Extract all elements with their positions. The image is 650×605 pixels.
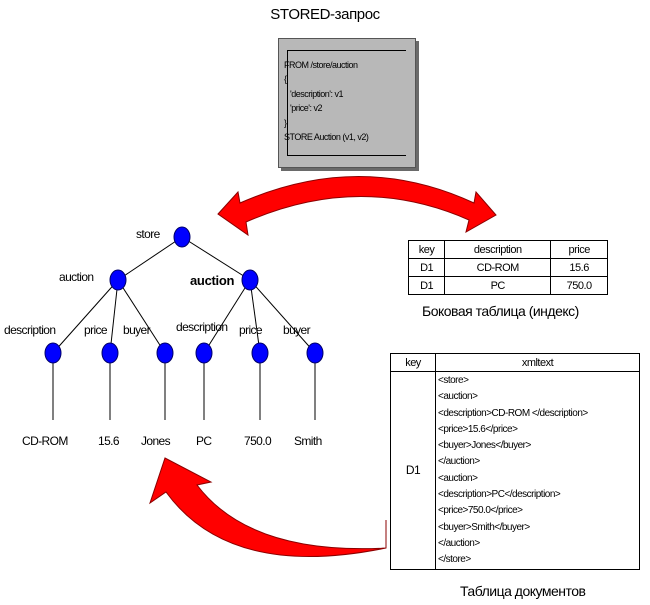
document-table: key xmltext D1 <store> <auction> <descri… — [390, 353, 640, 570]
node-description — [44, 342, 62, 364]
node-price — [101, 342, 119, 364]
query-line: { — [284, 74, 287, 85]
auction-label-bold: auction — [190, 273, 235, 288]
node-auction — [109, 269, 127, 291]
node-description — [195, 342, 213, 364]
tree-edges — [52, 236, 316, 420]
xml-text-cell: <store> <auction> <description>CD-ROM </… — [435, 371, 640, 570]
node-buyer — [306, 342, 324, 364]
node-auction — [241, 269, 259, 291]
auction-label: auction — [59, 270, 94, 284]
column-header: key — [390, 353, 436, 372]
query-box — [278, 38, 416, 168]
table-cell: D1 — [407, 258, 446, 277]
node-buyer — [156, 342, 174, 364]
double-arrow — [217, 176, 497, 237]
node-price — [251, 342, 269, 364]
table-cell: D1 — [407, 276, 446, 295]
xml-line: <auction> — [438, 472, 478, 484]
leaf-label: Jones — [141, 434, 171, 448]
query-line: FROM /store/auction — [284, 60, 358, 70]
table-header-row: key xmltext — [390, 353, 640, 372]
field-label: price — [84, 323, 108, 337]
table-cell: PC — [444, 276, 552, 295]
xml-line: <auction> — [438, 391, 478, 403]
xml-line: <price>15.6</price> — [438, 423, 518, 435]
query-line: } — [284, 117, 287, 128]
table-row: D1 <store> <auction> <description>CD-ROM… — [390, 371, 640, 570]
table-cell-key: D1 — [390, 371, 436, 570]
xml-line: </auction> — [438, 456, 480, 468]
diagram-title: STORED-запрос — [270, 6, 380, 23]
xml-line: </auction> — [438, 537, 480, 549]
document-table-caption: Таблица документов — [460, 583, 586, 599]
table-header-row: key description price — [407, 240, 608, 259]
leaf-label: 750.0 — [244, 434, 272, 448]
query-line: STORE Auction (v1, v2) — [284, 132, 369, 143]
leaf-label: CD-ROM — [22, 434, 68, 448]
xml-line: <store> — [438, 375, 469, 386]
xml-line: <description>PC</description> — [438, 489, 561, 501]
field-label: price — [239, 323, 263, 337]
leaf-label: 15.6 — [98, 434, 120, 448]
leaf-label: PC — [196, 434, 212, 448]
xml-line: <buyer>Smith</buyer> — [438, 521, 530, 533]
column-header: key — [407, 240, 446, 259]
node-store — [173, 226, 191, 248]
query-line: 'description': v1 — [284, 88, 343, 99]
root-label: store — [136, 227, 160, 241]
field-label: buyer — [123, 323, 151, 337]
xml-line: <price>750.0</price> — [438, 505, 523, 517]
table-cell: 15.6 — [550, 258, 608, 277]
column-header: xmltext — [435, 353, 640, 372]
curved-arrow — [149, 457, 387, 557]
column-header: description — [444, 240, 552, 259]
column-header: price — [550, 240, 608, 259]
field-label: buyer — [283, 323, 311, 337]
field-label: description — [4, 323, 56, 337]
table-row: D1 CD-ROM 15.6 — [407, 258, 608, 277]
xml-line: <buyer>Jones</buyer> — [438, 440, 531, 452]
query-bracket — [287, 50, 406, 156]
table-cell: CD-ROM — [444, 258, 552, 277]
query-line: 'price': v2 — [284, 103, 322, 114]
leaf-label: Smith — [294, 434, 322, 448]
side-table: key description price D1 CD-ROM 15.6 D1 … — [407, 240, 608, 295]
side-table-caption: Боковая таблица (индекс) — [422, 303, 579, 319]
tree-nodes — [44, 226, 324, 364]
field-label: description — [176, 320, 228, 334]
table-row: D1 PC 750.0 — [407, 276, 608, 295]
xml-line: </store> — [438, 554, 471, 566]
table-cell: 750.0 — [550, 276, 608, 295]
query-text: FROM /store/auction { 'description': v1 … — [284, 58, 369, 144]
xml-line: <description>CD-ROM </description> — [438, 407, 588, 419]
